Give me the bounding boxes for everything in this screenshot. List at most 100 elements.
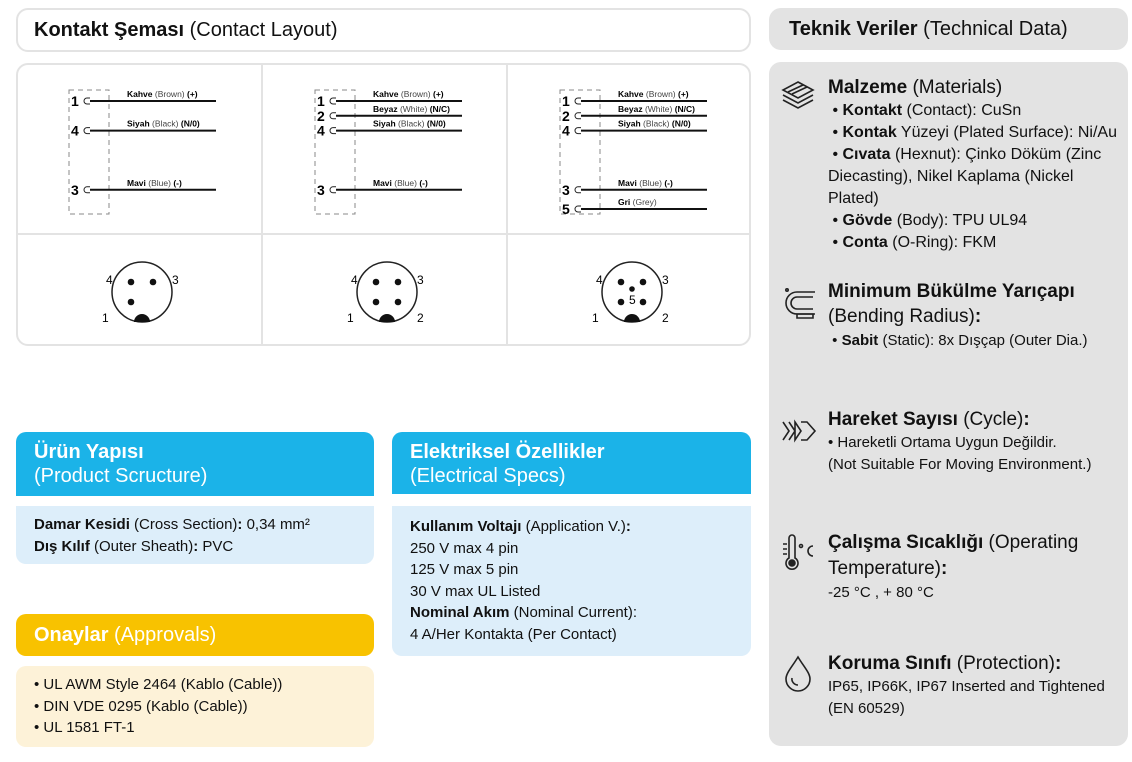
wire-code: (+) — [433, 89, 444, 99]
section-title: Malzeme — [828, 77, 908, 98]
pin-number: 4 — [71, 123, 79, 139]
wire-label: Mavi (Blue) (-) — [127, 178, 182, 188]
wire-label: Kahve (Brown) (+) — [373, 89, 444, 99]
pin-dot — [394, 298, 402, 306]
connector-face — [356, 261, 418, 323]
bending-radius-section: Minimum Bükülme Yarıçapı (Bending Radius… — [828, 280, 1128, 352]
colon: : — [941, 558, 948, 579]
colon: : — [974, 306, 982, 327]
socket-icon — [83, 186, 90, 194]
wire-label: Beyaz (White) (N/C) — [373, 104, 450, 114]
pin-label: 5 — [629, 293, 636, 307]
wire-label: Siyah (Black) (N/0) — [373, 119, 446, 129]
item-value: (Static): 8x Dışçap (Outer Dia.) — [878, 332, 1088, 349]
connector-key — [624, 314, 640, 322]
pin-dot — [617, 278, 625, 286]
electrical-title: Elektriksel Özellikler — [410, 441, 605, 463]
bending-radius-icon — [785, 288, 815, 319]
wire-name: Siyah — [373, 119, 396, 129]
wire-code: (N/0) — [672, 119, 691, 129]
item-label: Sabit — [841, 332, 879, 349]
item-label: Kontakt — [842, 102, 903, 119]
product-structure-body: Damar Kesidi (Cross Section): 0,34 mm² D… — [16, 506, 374, 564]
pin-dot — [149, 278, 157, 286]
section-title: Hareket Sayısı — [828, 409, 958, 430]
wire-label: Beyaz (White) (N/C) — [618, 104, 695, 114]
wire-name: Mavi — [618, 178, 637, 188]
wire-color: (Blue) — [146, 178, 173, 188]
wire-color: (Brown) — [644, 89, 678, 99]
pin-label: 1 — [102, 311, 109, 325]
value: 0,34 mm² — [246, 516, 310, 533]
voltage-line: 125 V max 5 pin — [410, 561, 519, 578]
approvals-body: • UL AWM Style 2464 (Kablo (Cable)) • DI… — [16, 666, 374, 747]
socket-icon — [574, 97, 581, 105]
pin-label: 1 — [592, 311, 599, 325]
wire-label: Gri (Grey) — [618, 197, 657, 207]
pin-dot — [617, 298, 625, 306]
product-structure-card: Ürün Yapısı (Product Scructure) Damar Ke… — [16, 432, 374, 564]
temperature-section: Çalışma Sıcaklığı (Operating Temperature… — [828, 530, 1128, 604]
cycle-note: • Hareketli Ortama Uygun Değildir. — [828, 434, 1057, 451]
connector-dashed-box — [559, 89, 601, 215]
wire-name: Siyah — [618, 119, 641, 129]
wire-label: Mavi (Blue) (-) — [373, 178, 428, 188]
label-en: (Cross Section) — [129, 516, 238, 533]
wire-color: (Grey) — [630, 197, 657, 207]
wire-name: Kahve — [618, 89, 644, 99]
item-label: Gövde — [842, 212, 893, 229]
socket-icon — [83, 127, 90, 135]
connector-dashed-box — [68, 89, 110, 215]
electrical-subtitle: (Electrical Specs) — [410, 465, 566, 487]
approval-item: • DIN VDE 0295 (Kablo (Cable)) — [34, 697, 248, 715]
section-subtitle: (Materials) — [912, 77, 1003, 98]
wire-color: (White) — [398, 104, 430, 114]
pin-label: 3 — [172, 273, 179, 287]
wire-code: (+) — [187, 89, 198, 99]
pin-number: 4 — [562, 123, 570, 139]
section-title: Koruma Sınıfı — [828, 653, 952, 674]
electrical-specs-body: Kullanım Voltajı (Application V.): 250 V… — [392, 506, 751, 656]
cycle-arrows-icon — [782, 419, 817, 443]
pin-label: 1 — [347, 311, 354, 325]
pin-dot — [372, 278, 380, 286]
approvals-subtitle: (Approvals) — [114, 624, 217, 646]
title-light: (Contact Layout) — [189, 18, 338, 41]
wire-label: Kahve (Brown) (+) — [127, 89, 198, 99]
label: Dış Kılıf — [34, 537, 90, 555]
wire-name: Mavi — [373, 178, 392, 188]
pin-dot — [127, 298, 135, 306]
socket-icon — [574, 127, 581, 135]
pin-dot — [639, 278, 647, 286]
connector-key — [134, 314, 150, 322]
voltage-line: 250 V max 4 pin — [410, 539, 519, 557]
cycle-section: Hareket Sayısı (Cycle): • Hareketli Orta… — [828, 408, 1128, 476]
voltage-line: 30 V max UL Listed — [410, 582, 541, 600]
wire-name: Beyaz — [618, 104, 643, 114]
section-title: Minimum Bükülme Yarıçapı — [828, 281, 1075, 302]
wire-name: Kahve — [373, 89, 399, 99]
pin-label: 2 — [662, 311, 669, 325]
pin-number: 2 — [562, 108, 570, 124]
approval-item: • UL AWM Style 2464 (Kablo (Cable)) — [34, 676, 283, 693]
wire-name: Gri — [618, 197, 630, 207]
pin-dot — [372, 298, 380, 306]
pin-number: 3 — [562, 182, 570, 198]
wire-label: Mavi (Blue) (-) — [618, 178, 673, 188]
materials-section: Malzeme (Materials) • Kontakt (Contact):… — [828, 77, 1117, 251]
value: PVC — [202, 537, 234, 555]
item-label: Conta — [842, 234, 888, 251]
item-label: Cıvata — [842, 146, 891, 163]
label: Kullanım Voltajı — [410, 518, 522, 535]
wire-code: (N/C) — [430, 104, 450, 114]
pin-label: 3 — [417, 273, 424, 287]
socket-icon — [329, 112, 336, 120]
colon: : — [625, 518, 631, 535]
connector-key — [379, 314, 395, 322]
wire-label: Siyah (Black) (N/0) — [127, 119, 200, 129]
current-value: 4 A/Her Kontakta (Per Contact) — [410, 625, 617, 643]
